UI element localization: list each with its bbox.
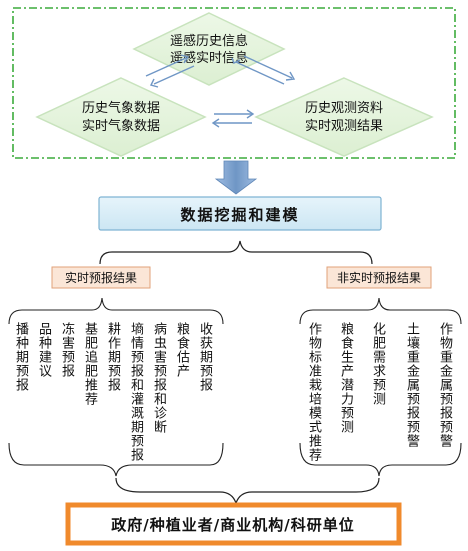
realtime-item: 病虫害预报和诊断 [151, 322, 166, 434]
nonrealtime-item: 土壤重金属预报预警 [404, 322, 419, 448]
nonrealtime-label-box [326, 266, 432, 289]
nonrealtime-item: 粮食生产潜力预测 [338, 322, 353, 434]
core-title: 数据挖掘和建模 [180, 206, 299, 224]
realtime-item: 耕作期预报 [105, 322, 120, 392]
diamond-meteorology [35, 77, 207, 157]
observation-realtime-text: 实时观测结果 [305, 119, 383, 134]
remote-sensing-history-text: 遥感历史信息 [170, 33, 248, 49]
nonrealtime-label: 非实时预报结果 [337, 270, 421, 285]
remote-sensing-realtime-text: 遥感实时信息 [170, 50, 248, 66]
realtime-item: 粮食估产 [174, 322, 189, 378]
right-upper-brace [299, 297, 462, 325]
double-arrow-top-right [231, 55, 296, 85]
left-upper-brace [8, 297, 224, 325]
observation-history-text: 历史观测资料 [305, 101, 383, 116]
realtime-item: 品种建议 [36, 322, 51, 378]
realtime-item: 收获期预报 [197, 322, 212, 392]
left-lower-brace [8, 442, 224, 477]
users-title: 政府/种植业者/商业机构/科研单位 [111, 516, 354, 534]
realtime-label-box [51, 266, 151, 289]
bottom-brace [115, 477, 380, 505]
weather-history-text: 历史气象数据 [82, 100, 160, 116]
core-box [98, 196, 382, 231]
right-lower-brace [299, 442, 462, 477]
double-arrow-top-left [145, 54, 195, 88]
realtime-item: 播种期预报 [13, 322, 28, 392]
realtime-item: 冻害预报 [59, 322, 74, 378]
top-brace [99, 240, 373, 265]
double-arrow-middle [211, 109, 255, 128]
users-box [65, 502, 402, 546]
weather-realtime-text: 实时气象数据 [82, 118, 160, 134]
diamond-observation [254, 77, 434, 157]
nonrealtime-item: 化肥需求预测 [370, 322, 385, 406]
down-arrow-icon [214, 160, 258, 195]
realtime-label: 实时预报结果 [65, 270, 137, 285]
realtime-item: 墒情预报和灌溉期预报 [128, 322, 143, 462]
nonrealtime-item: 作物标准栽培模式推荐 [306, 322, 321, 462]
data-sources-container [12, 7, 456, 159]
nonrealtime-item: 作物重金属预报预警 [437, 322, 452, 448]
realtime-item: 基肥追肥推荐 [82, 322, 97, 406]
